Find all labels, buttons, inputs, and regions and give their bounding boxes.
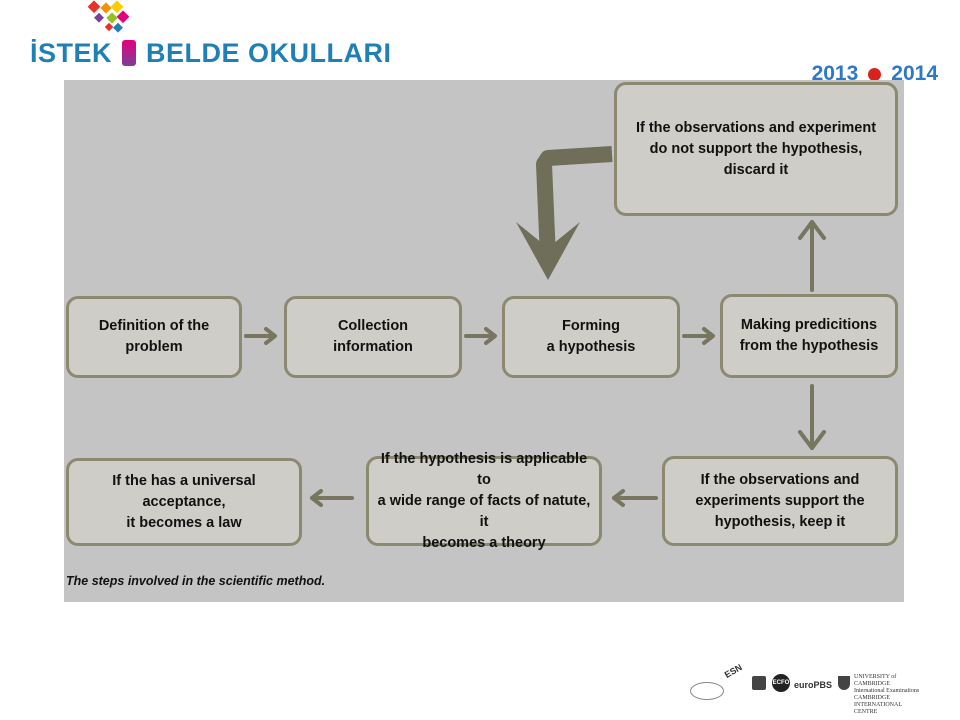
box-discard-label: If the observations and experiment do no… <box>635 119 877 178</box>
box-making-predictions: Making predicitions from the hypothesis <box>720 294 898 378</box>
diagram-caption: The steps involved in the scientific met… <box>66 574 326 588</box>
diagram-arrows <box>244 146 826 507</box>
logo-text-belde: BELDE OKULLARI <box>146 38 392 68</box>
arrow-discard-back-to-forming <box>516 146 613 280</box>
box-forming-label: Forming a hypothesis <box>546 318 636 355</box>
box-keep-label: If the observations and experiments supp… <box>695 471 865 530</box>
box-definition: Definition of the problem <box>66 296 242 378</box>
year-end: 2014 <box>891 62 938 85</box>
year-start: 2013 <box>811 62 859 85</box>
box-predictions-label: Making predicitions from the hypothesis <box>739 317 879 354</box>
arrow-keep-to-theory <box>612 489 658 507</box>
logo-divider-bar <box>122 40 137 66</box>
box-collection-label: Collection information <box>333 318 413 355</box>
box-collection: Collection information <box>284 296 462 378</box>
logo-mosaic-icon <box>87 0 130 33</box>
box-definition-label: Definition of the problem <box>98 318 210 355</box>
scientific-method-diagram: Definition of the problem Collection inf… <box>64 80 904 602</box>
school-year: 2013 2014 <box>812 62 938 86</box>
logo-text-istek: İSTEK <box>30 38 113 68</box>
box-keep-hypothesis: If the observations and experiments supp… <box>662 456 898 546</box>
school-logo: İSTEK BELDE OKULLARI <box>30 0 391 80</box>
arrow-collection-to-forming <box>464 327 497 345</box>
cambridge-logo-text: UNIVERSITY of CAMBRIDGE International Ex… <box>854 674 920 715</box>
cambridge-crest-icon <box>838 676 850 690</box>
box-discard-hypothesis: If the observations and experiment do no… <box>614 82 898 216</box>
box-becomes-law: If the has a universal acceptance, it be… <box>66 458 302 546</box>
accreditation-logos: ESN ECFO euroPBS UNIVERSITY of CAMBRIDGE… <box>688 662 924 715</box>
book-logo-icon <box>752 676 766 690</box>
esn-logo: ESN <box>722 662 744 680</box>
euro-pbs-logo: euroPBS <box>794 680 833 690</box>
year-separator-dot <box>868 67 882 81</box>
arrow-predictions-down-to-keep <box>798 384 826 450</box>
box-forming-hypothesis: Forming a hypothesis <box>502 296 680 378</box>
arrow-predictions-up-to-discard <box>798 220 826 292</box>
box-law-label: If the has a universal acceptance, it be… <box>112 472 256 531</box>
arrow-theory-to-law <box>310 489 354 507</box>
box-theory-label: If the hypothesis is applicable to a wid… <box>377 450 591 551</box>
arrow-forming-to-predictions <box>682 327 715 345</box>
oval-logo-icon <box>690 682 724 700</box>
arrow-definition-to-collection <box>244 327 277 345</box>
box-becomes-theory: If the hypothesis is applicable to a wid… <box>366 451 602 551</box>
logo-wordmark: İSTEK BELDE OKULLARI <box>30 38 392 69</box>
circle-logo: ECFO <box>772 674 790 692</box>
